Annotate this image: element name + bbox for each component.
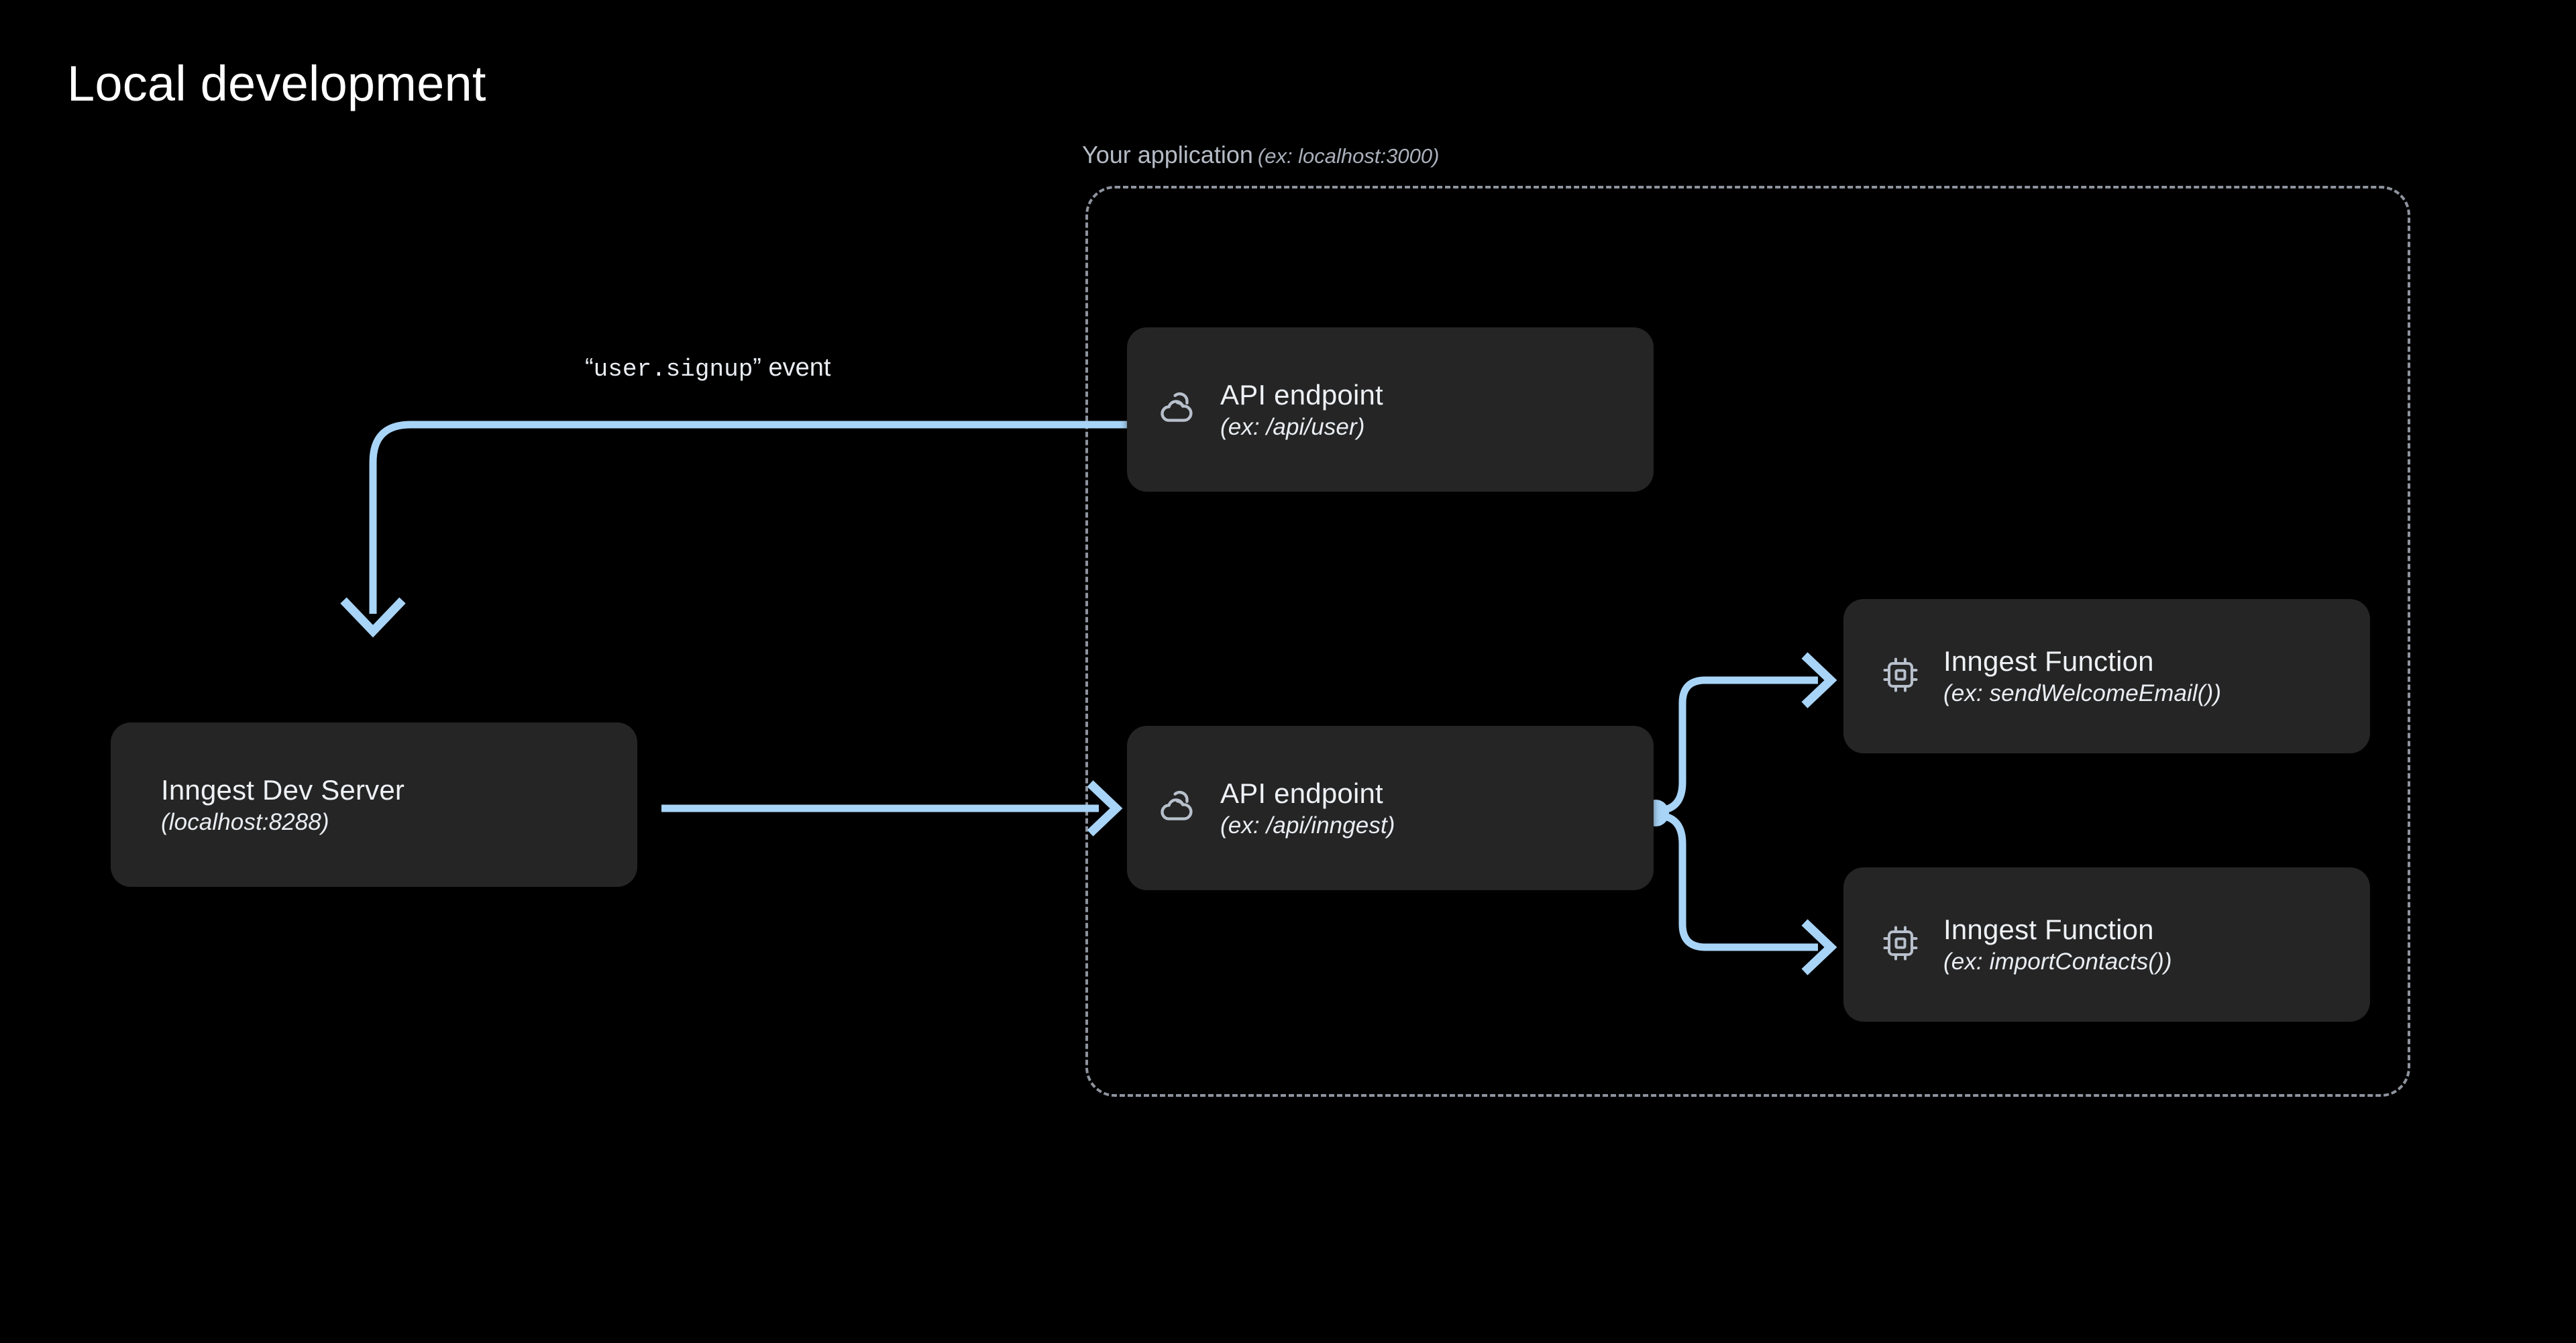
node-text-block: API endpoint (ex: /api/inngest) [1220, 777, 1395, 839]
node-title: API endpoint [1220, 777, 1383, 809]
node-text-block: API endpoint (ex: /api/user) [1220, 378, 1383, 440]
chip-icon [1880, 923, 1921, 967]
application-boundary-label-text: Your application [1082, 141, 1253, 168]
event-label-suffix: event [761, 354, 831, 382]
node-subtitle: (ex: /api/user) [1220, 413, 1365, 440]
node-inngest-dev-server[interactable]: Inngest Dev Server (localhost:8288) [111, 722, 637, 887]
node-title: Inngest Dev Server [161, 773, 405, 806]
node-text-block: Inngest Dev Server (localhost:8288) [161, 773, 405, 835]
node-title: Inngest Function [1943, 645, 2154, 677]
connector-dev-server-to-api-inngest [661, 780, 1123, 837]
application-boundary-label: Your application(ex: localhost:3000) [1082, 141, 1439, 169]
chip-icon [1880, 655, 1921, 698]
node-api-endpoint-inngest[interactable]: API endpoint (ex: /api/inngest) [1127, 726, 1654, 890]
node-subtitle: (ex: sendWelcomeEmail()) [1943, 680, 2222, 706]
event-label: “user.signup” event [585, 354, 830, 383]
node-subtitle: (ex: /api/inngest) [1220, 812, 1395, 839]
connector-event-to-dev-server [340, 421, 1127, 638]
node-subtitle: (ex: importContacts()) [1943, 949, 2172, 975]
application-boundary-host: (ex: localhost:3000) [1257, 144, 1440, 168]
cloud-icon [1157, 387, 1199, 432]
node-title: API endpoint [1220, 378, 1383, 411]
cloud-icon [1157, 786, 1199, 830]
event-label-quote-close: ” [753, 354, 761, 382]
node-api-endpoint-user[interactable]: API endpoint (ex: /api/user) [1127, 327, 1654, 492]
node-text-block: Inngest Function (ex: importContacts()) [1943, 914, 2172, 975]
node-inngest-function-send-welcome-email[interactable]: Inngest Function (ex: sendWelcomeEmail()… [1843, 599, 2370, 753]
node-text-block: Inngest Function (ex: sendWelcomeEmail()… [1943, 645, 2222, 706]
event-label-name: user.signup [593, 356, 753, 383]
node-inngest-function-import-contacts[interactable]: Inngest Function (ex: importContacts()) [1843, 867, 2370, 1022]
node-subtitle: (localhost:8288) [161, 808, 329, 835]
page-title: Local development [67, 56, 486, 111]
event-label-quote-open: “ [585, 354, 594, 382]
node-title: Inngest Function [1943, 914, 2154, 945]
application-boundary [1085, 186, 2410, 1097]
